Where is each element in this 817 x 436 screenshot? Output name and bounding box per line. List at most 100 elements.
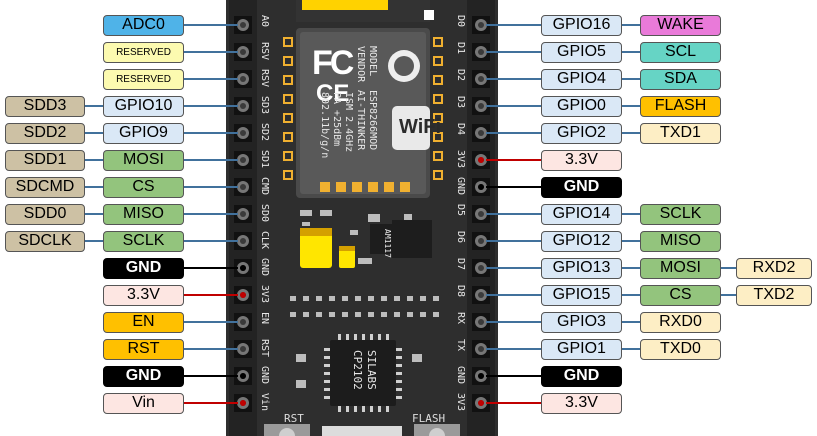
passive-component	[303, 296, 309, 301]
module-pad-hole	[285, 115, 291, 121]
header-pin-hole	[240, 103, 246, 109]
left-label: CS	[103, 176, 184, 198]
right-pin-silkscreen: GND	[455, 177, 466, 196]
right-pin-silkscreen: D1	[455, 42, 466, 55]
chip-pin	[354, 334, 357, 340]
header-pin-hole	[240, 49, 246, 55]
pin-marker	[240, 265, 246, 271]
header-pin-hole	[478, 76, 484, 82]
left-label-outer: SDD3	[5, 95, 85, 117]
right-pin-silkscreen: D5	[455, 204, 466, 217]
passive-component	[296, 354, 306, 362]
chip-pin	[324, 396, 330, 399]
left-label-outer: SDD2	[5, 122, 85, 144]
voltage-regulator	[370, 224, 392, 254]
chip-pin	[346, 334, 349, 340]
chip-pin	[338, 406, 341, 412]
module-pad	[368, 182, 378, 192]
module-pad-hole	[285, 77, 291, 83]
module-pad-hole	[435, 172, 441, 178]
right-label: GPIO0	[541, 95, 622, 117]
left-pin-silkscreen: CLK	[259, 231, 270, 250]
chip-pin	[386, 334, 389, 340]
right-label: 3.3V	[541, 149, 622, 171]
passive-component	[355, 312, 361, 317]
chip-pin	[386, 406, 389, 412]
right-label: GND	[541, 365, 622, 387]
module-pad-hole	[435, 153, 441, 159]
module-pad-hole	[435, 134, 441, 140]
usb-chip-label-2: CP2102	[351, 350, 364, 390]
passive-component	[329, 312, 335, 317]
left-label: MOSI	[103, 149, 184, 171]
tantalum-capacitor	[300, 228, 332, 268]
passive-component	[394, 296, 400, 301]
right-label: TXD1	[640, 122, 721, 144]
module-pad-hole	[435, 58, 441, 64]
left-pin-silkscreen: Vin	[259, 393, 270, 412]
smd-component	[300, 210, 312, 216]
chip-pin	[324, 364, 330, 367]
antenna-marker	[424, 10, 434, 20]
rst-button-label: RST	[284, 412, 304, 425]
right-pin-silkscreen: TX	[455, 339, 466, 352]
passive-component	[368, 312, 374, 317]
left-pin-silkscreen: RSV	[259, 42, 270, 61]
right-label: GPIO15	[541, 284, 622, 306]
module-pad	[352, 182, 362, 192]
chip-pin	[346, 406, 349, 412]
passive-component	[303, 312, 309, 317]
module-vendor: AI-THINKER	[355, 90, 366, 151]
left-label: MISO	[103, 203, 184, 225]
chip-pin	[378, 334, 381, 340]
module-pad-hole	[285, 58, 291, 64]
left-pin-silkscreen: SD3	[259, 96, 270, 115]
left-label-outer: SDCMD	[5, 176, 85, 198]
left-label: GPIO9	[103, 122, 184, 144]
passive-component	[381, 296, 387, 301]
left-pin-silkscreen: GND	[259, 366, 270, 385]
left-pin-silkscreen: 3V3	[259, 285, 270, 304]
tantalum-capacitor-small	[339, 246, 355, 268]
module-power: PA +25dBm	[331, 92, 342, 147]
passive-component	[355, 296, 361, 301]
usb-chip-label-1: SILABS	[365, 350, 378, 390]
header-pin-hole	[478, 49, 484, 55]
chip-pin	[378, 406, 381, 412]
left-pin-silkscreen: CMD	[259, 177, 270, 196]
left-label: 3.3V	[103, 284, 184, 306]
pin-marker	[478, 184, 484, 190]
passive-component	[368, 296, 374, 301]
header-pin-hole	[240, 346, 246, 352]
espressif-logo-inner	[394, 56, 414, 76]
module-model: ESP8266MOD	[367, 90, 378, 151]
left-label-outer: SDCLK	[5, 230, 85, 252]
right-label: WAKE	[640, 14, 721, 36]
smd-component	[350, 230, 358, 235]
passive-component	[329, 296, 335, 301]
left-label-outer: SDD0	[5, 203, 85, 225]
pin-marker	[478, 157, 484, 163]
chip-pin	[354, 406, 357, 412]
right-label: TXD0	[640, 338, 721, 360]
pin-marker	[240, 400, 246, 406]
module-pad-hole	[285, 39, 291, 45]
passive-component	[407, 296, 413, 301]
header-pin-hole	[478, 265, 484, 271]
left-label: GPIO10	[103, 95, 184, 117]
left-label: Vin	[103, 392, 184, 414]
left-label: SCLK	[103, 230, 184, 252]
chip-pin	[324, 348, 330, 351]
module-pad	[336, 182, 346, 192]
chip-pin	[396, 356, 402, 359]
header-pin-hole	[478, 22, 484, 28]
right-label: SDA	[640, 68, 721, 90]
usb-serial-chip	[330, 340, 396, 406]
left-label: RST	[103, 338, 184, 360]
header-pin-hole	[478, 292, 484, 298]
passive-component	[316, 296, 322, 301]
passive-component	[433, 296, 439, 301]
chip-pin	[338, 334, 341, 340]
chip-pin	[370, 406, 373, 412]
